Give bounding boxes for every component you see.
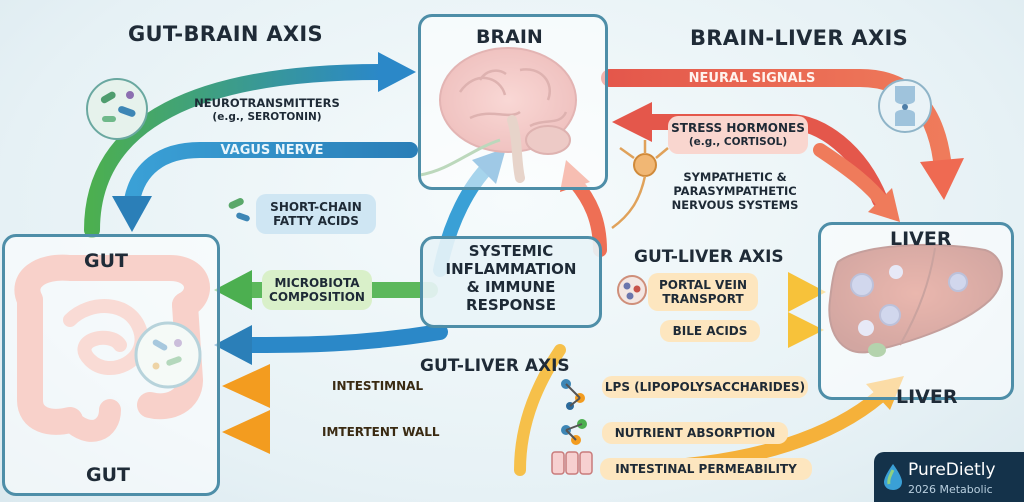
microbiota-arrowhead (214, 270, 252, 310)
inflammation-to-gut-arrow (242, 324, 448, 353)
brain-title: BRAIN (476, 26, 543, 48)
scfa-line2: FATTY ACIDS (273, 214, 359, 228)
gut-liver-up-arrow (514, 344, 566, 476)
microbiota-pill: MICROBIOTA COMPOSITION (262, 270, 372, 310)
gut-title-bottom: GUT (86, 464, 130, 486)
stress-hormones-pill: STRESS HORMONES (e.g., CORTISOL) (668, 116, 808, 154)
inflammation-line4: RESPONSE (466, 296, 556, 314)
nervous-systems-arrow (813, 143, 892, 212)
intestinal-permeability-pill: INTESTINAL PERMEABILITY (600, 458, 812, 480)
inflammation-line2: INFLAMMATION (445, 260, 577, 278)
gut-liver-axis-heading-right: GUT-LIVER AXIS (634, 247, 784, 267)
brain-to-gut-arrow (124, 142, 418, 208)
synapse-illustration (878, 79, 932, 133)
gut-liver-axis-heading-center: GUT-LIVER AXIS (420, 356, 570, 376)
bile-acids-arrowhead (788, 312, 824, 348)
neural-signals-pill: NEURAL SIGNALS (688, 71, 816, 86)
neurotransmitters-line2: (e.g., SEROTONIN) (212, 111, 322, 123)
brand-tagline: 2026 Metabolic (908, 483, 993, 496)
portal-vein-cells-illustration (617, 275, 647, 305)
scfa-bacteria-illustration (228, 198, 250, 222)
scfa-line1: SHORT-CHAIN (270, 200, 362, 214)
scfa-pill: SHORT-CHAIN FATTY ACIDS (256, 194, 376, 234)
neural-signals-arrowhead (920, 158, 964, 200)
inflammation-line3: & IMMUNE (466, 278, 556, 296)
brain-liver-axis-heading: BRAIN-LIVER AXIS (690, 26, 908, 50)
inflammation-frame (420, 236, 602, 328)
nutrient-absorption-pill: NUTRIENT ABSORPTION (602, 422, 788, 444)
stress-hormones-arrowhead (612, 102, 652, 142)
gut-brain-axis-heading: GUT-BRAIN AXIS (128, 22, 323, 46)
droplet-logo-icon (884, 464, 902, 490)
liver-title-top: LIVER (890, 228, 952, 250)
molecule-icons (551, 379, 593, 475)
bile-acids-pill: BILE ACIDS (660, 320, 760, 342)
vagus-nerve-pill: VAGUS NERVE (220, 143, 324, 158)
stress-line2: (e.g., CORTISOL) (688, 136, 788, 148)
brand-badge: PureDietly 2026 Metabolic (874, 452, 1024, 502)
gut-title-top: GUT (84, 250, 128, 272)
gut-frame (2, 234, 220, 496)
intestinal-arrowhead (222, 364, 270, 408)
intertent-wall-arrowhead (222, 410, 270, 454)
neurotransmitters-label: NEUROTRANSMITTERS (e.g., SEROTONIN) (188, 96, 346, 124)
portal-vein-pill: PORTAL VEIN TRANSPORT (648, 273, 758, 311)
microbiota-line2: COMPOSITION (269, 290, 365, 304)
brain-frame (418, 14, 608, 190)
lps-pill: LPS (LIPOPOLYSACCHARIDES) (602, 376, 808, 398)
imtertent-wall-label: IMTERTENT WALL (322, 425, 440, 439)
inflammation-line1: SYSTEMIC (468, 242, 554, 260)
nervous-line3: NERVOUS SYSTEMS (671, 198, 799, 212)
nervous-systems-arrowhead (868, 188, 900, 222)
gut-to-brain-arrowhead (378, 52, 416, 92)
nervous-systems-label: SYMPATHETIC & PARASYMPATHETIC NERVOUS SY… (660, 170, 810, 212)
stress-line1: STRESS HORMONES (671, 121, 805, 135)
liver-frame (818, 222, 1014, 400)
nervous-line1: SYMPATHETIC & (683, 170, 787, 184)
portal-line1: PORTAL VEIN (658, 278, 748, 292)
brain-to-gut-arrowhead (112, 196, 152, 232)
brand-name: PureDietly (908, 460, 996, 480)
inflammation-to-gut-arrowhead (214, 325, 252, 365)
microbe-illustration-top (86, 78, 148, 140)
neuron-illustration (611, 140, 669, 230)
neurotransmitters-line1: NEUROTRANSMITTERS (194, 96, 340, 110)
gut-to-brain-arrow (84, 64, 388, 238)
intestimnal-label: INTESTIMNAL (332, 379, 424, 393)
inflammation-text: SYSTEMIC INFLAMMATION & IMMUNE RESPONSE (420, 242, 602, 314)
microbiota-line1: MICROBIOTA (274, 276, 360, 290)
portal-vein-arrowhead (788, 272, 826, 312)
nervous-line2: PARASYMPATHETIC (673, 184, 797, 198)
liver-title-bottom: LIVER (896, 386, 958, 408)
portal-line2: TRANSPORT (662, 292, 744, 306)
